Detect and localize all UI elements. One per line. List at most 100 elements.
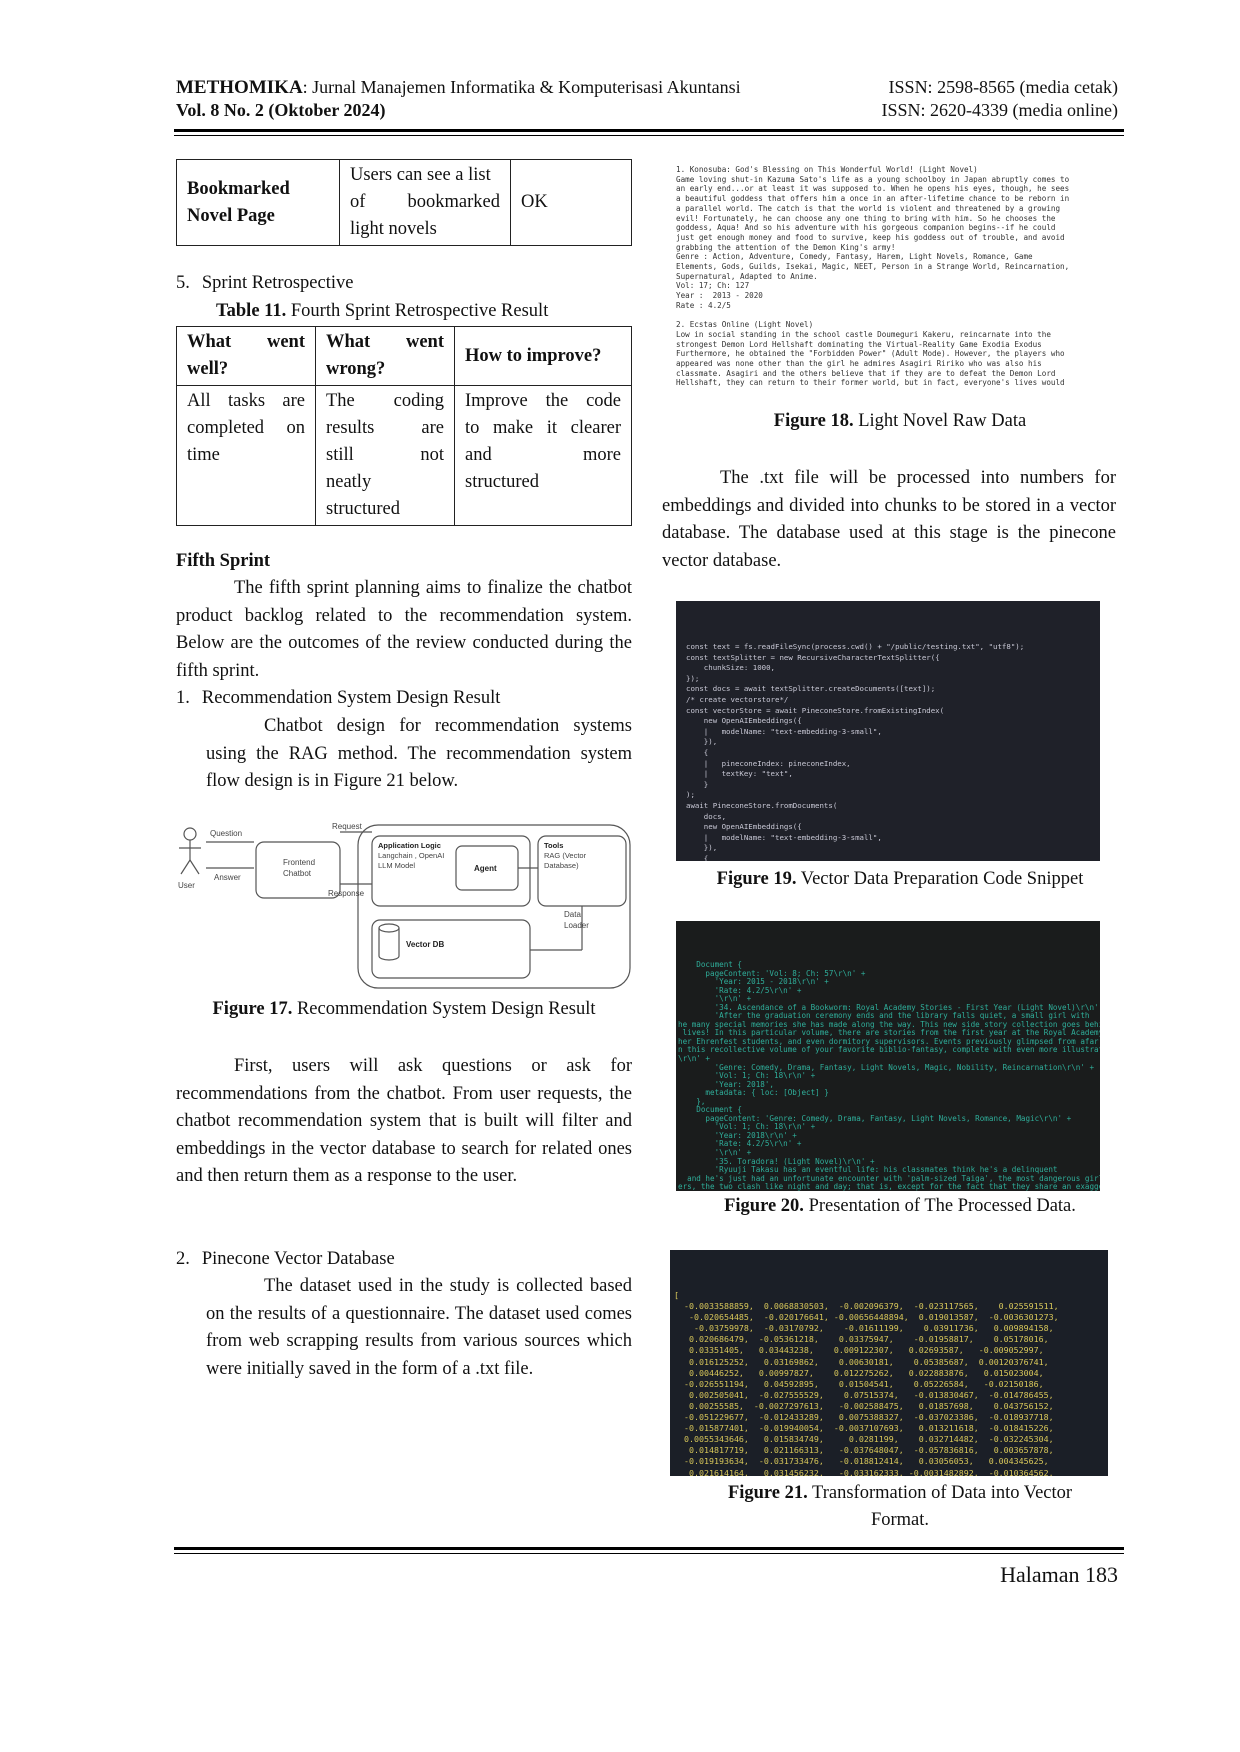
vector-line: 0.014817719, 0.021166313, -0.037648047, … <box>674 1445 1054 1456</box>
raw-data-line: just get enough money and food to surviv… <box>676 232 1065 242</box>
raw-data-line: Low in social standing in the school cas… <box>676 329 1051 339</box>
code-line: /* create vectorstore*/ <box>686 694 789 704</box>
processed-data-line: 'Vol: 1; Ch: 18\r\n' + <box>678 1122 816 1132</box>
journal-title: METHOMIKA: Jurnal Manajemen Informatika … <box>176 77 741 98</box>
diagram-label-loader: Loader <box>564 921 589 930</box>
diagram-label-answer: Answer <box>214 873 241 882</box>
section-5-heading: 5.Sprint Retrospective <box>176 273 354 293</box>
raw-data-line: Genre : Action, Adventure, Comedy, Fanta… <box>676 252 1033 262</box>
figure19-caption: Figure 19. Vector Data Preparation Code … <box>716 869 1084 889</box>
processed-data-line: pageContent: 'Vol: 8; Ch: 57\r\n' + <box>678 968 866 978</box>
paragraph-txt-processing: The .txt file will be processed into num… <box>662 468 1116 571</box>
vector-line: 0.002505041, -0.027555529, 0.07515374, -… <box>674 1389 1054 1400</box>
page-number: Halaman 183 <box>1000 1562 1118 1587</box>
diagram-label-user: User <box>178 881 195 890</box>
user-figure-head <box>183 827 197 841</box>
figure21-caption: Figure 21. Transformation of Data into V… <box>727 1483 1073 1530</box>
status-cell: OK <box>510 159 632 246</box>
code-line: docs, <box>686 811 727 821</box>
diagram-label-request: Request <box>332 822 363 831</box>
raw-data-line: a beautiful goddess that offers him a on… <box>676 194 1070 204</box>
code-line: const vectorStore = await PineconeStore.… <box>686 705 945 715</box>
vector-line: -0.015877401, -0.019940054, -0.003710769… <box>674 1423 1054 1434</box>
diagram-label-question: Question <box>210 829 242 838</box>
vector-line: -0.051229677, -0.012433289, 0.0075388327… <box>674 1412 1054 1423</box>
processed-data-line: 'Rate: 4.2/5\r\n' + <box>678 1139 802 1149</box>
processed-data-text: Document { pageContent: 'Vol: 8; Ch: 57\… <box>676 959 1100 1191</box>
processed-data-line: '\r\n' + <box>678 994 752 1004</box>
code-line: | pineconeIndex: pineconeIndex, <box>686 758 851 768</box>
processed-data-line: 'Vol: 1; Ch: 18\r\n' + <box>678 1071 816 1081</box>
header-rule-thick <box>174 129 1124 132</box>
raw-data-line: 1. Konosuba: God's Blessing on This Wond… <box>676 165 978 174</box>
code-line: { <box>686 853 709 861</box>
raw-data-figure: 1. Konosuba: God's Blessing on This Wond… <box>676 165 1124 405</box>
code-line: } <box>686 779 709 789</box>
issn-print: ISSN: 2598-8565 (media cetak) <box>888 77 1118 97</box>
processed-data-line: her Ehrenfest students, and even dormito… <box>678 1036 1099 1046</box>
diagram-label-llm: LLM Model <box>378 861 415 870</box>
diagram-label-chatbot: Chatbot <box>283 869 312 878</box>
item2-text: The dataset used in the study is collect… <box>206 1276 632 1379</box>
code-line: }); <box>686 673 700 683</box>
vector-line: -0.026551194, 0.04592895, 0.01504541, 0.… <box>674 1378 1044 1389</box>
code-line: await PineconeStore.fromDocuments( <box>686 800 838 810</box>
processed-data-line: 'Year: 2018\r\n' + <box>678 1130 797 1140</box>
processed-data-line: 'Ryuuji Takasu has an eventful life: his… <box>678 1165 1058 1175</box>
diagram-label-data: Data <box>564 910 581 919</box>
diagram-label-vector-db: Vector DB <box>406 940 444 949</box>
journal-volume: Vol. 8 No. 2 (Oktober 2024) <box>176 100 386 120</box>
recommendation-diagram: User Question Answer Frontend Chatbot Re… <box>178 822 631 989</box>
diagram-label-rag: RAG (Vector <box>544 851 587 860</box>
diagram-label-response: Response <box>328 889 365 898</box>
code-line: }), <box>686 843 718 853</box>
diagram-label-frontend: Frontend <box>283 858 315 867</box>
processed-data-figure: Document { pageContent: 'Vol: 8; Ch: 57\… <box>676 921 1100 1191</box>
vector-line: -0.019193634, -0.031733476, -0.018812414… <box>674 1456 1049 1467</box>
code-line: new OpenAIEmbeddings({ <box>686 822 802 832</box>
raw-data-line: grabbing the attention of the Demon King… <box>676 242 896 252</box>
processed-data-line: metadata: { loc: [Object] } <box>678 1088 829 1098</box>
diagram-label-agent: Agent <box>474 864 497 873</box>
raw-data-line: a parallel world. The catch is that the … <box>676 203 1061 213</box>
vector-values-text: [ -0.0033588859, 0.0068830503, -0.002096… <box>670 1288 1108 1476</box>
code-snippet-text: const text = fs.readFileSync(process.cwd… <box>676 639 1100 861</box>
vector-line: 0.016125252, 0.03169862, 0.00630181, 0.0… <box>674 1356 1049 1367</box>
item1-heading: 1.Recommendation System Design Result <box>176 688 501 708</box>
code-line: const textSplitter = new RecursiveCharac… <box>686 652 940 662</box>
issn-online: ISSN: 2620-4339 (media online) <box>881 100 1118 120</box>
raw-data-line: strongest Demon Lord Hellshaft dominatin… <box>676 339 1042 349</box>
diagram-label-database: Database) <box>544 861 579 870</box>
diagram-label-tools: Tools <box>544 841 563 850</box>
vector-line: 0.00255585, -0.0027297613, -0.002588475,… <box>674 1400 1054 1411</box>
raw-data-line: 2. Ecstas Online (Light Novel) <box>676 320 814 330</box>
processed-data-line: and he's just had an unfortunate encount… <box>687 1173 1100 1183</box>
fifth-sprint-intro: The fifth sprint planning aims to finali… <box>176 578 632 681</box>
processed-data-line: 'Rate: 4.2/5\r\n' + <box>678 985 802 995</box>
code-line: | modelName: "text-embedding-3-small", <box>686 832 882 842</box>
vector-line: -0.020654485, -0.020176641, -0.006564488… <box>674 1312 1059 1323</box>
fifth-sprint-heading: Fifth Sprint <box>176 551 271 571</box>
processed-data-line: pageContent: 'Genre: Comedy, Drama, Fant… <box>678 1113 1072 1123</box>
processed-data-line: 'Genre: Comedy, Drama, Fantasy, Light No… <box>678 1062 1095 1072</box>
raw-data-line: Furthermore, he obtained the "Forbidden … <box>676 349 1065 359</box>
item1-text: Chatbot design for recommendation system… <box>206 716 632 791</box>
cell-went-wrong: The coding results are still not neatly … <box>315 385 455 526</box>
vector-line: -0.0033588859, 0.0068830503, -0.00209637… <box>674 1301 1059 1312</box>
vector-line: 0.00446252, 0.00997827, 0.012275262, 0.0… <box>674 1367 1044 1378</box>
code-line: new OpenAIEmbeddings({ <box>686 716 802 726</box>
processed-data-line: lives! In this particular volume, there … <box>682 1028 1100 1038</box>
raw-data-line: Game loving shut-in Kazuma Sato's life a… <box>676 174 1070 184</box>
raw-data-line: goddess, Aqua! And so his adventure with… <box>676 223 1056 233</box>
processed-data-line: '\r\n' + <box>678 1148 752 1158</box>
vector-line: 0.020686479, -0.05361218, 0.03375947, -0… <box>674 1334 1049 1345</box>
vector-line: 0.0055343646, 0.015834749, 0.0281199, 0.… <box>674 1434 1054 1445</box>
diagram-label-app-logic: Application Logic <box>378 841 441 850</box>
vector-line: 0.03351405, 0.03443238, 0.009122307, 0.0… <box>674 1345 1044 1356</box>
figure17-caption: Figure 17. Recommendation System Design … <box>212 999 596 1019</box>
vector-line: -0.03759978, -0.03170792, -0.01611199, 0… <box>674 1323 1054 1334</box>
processed-data-line: Document { <box>678 960 743 969</box>
